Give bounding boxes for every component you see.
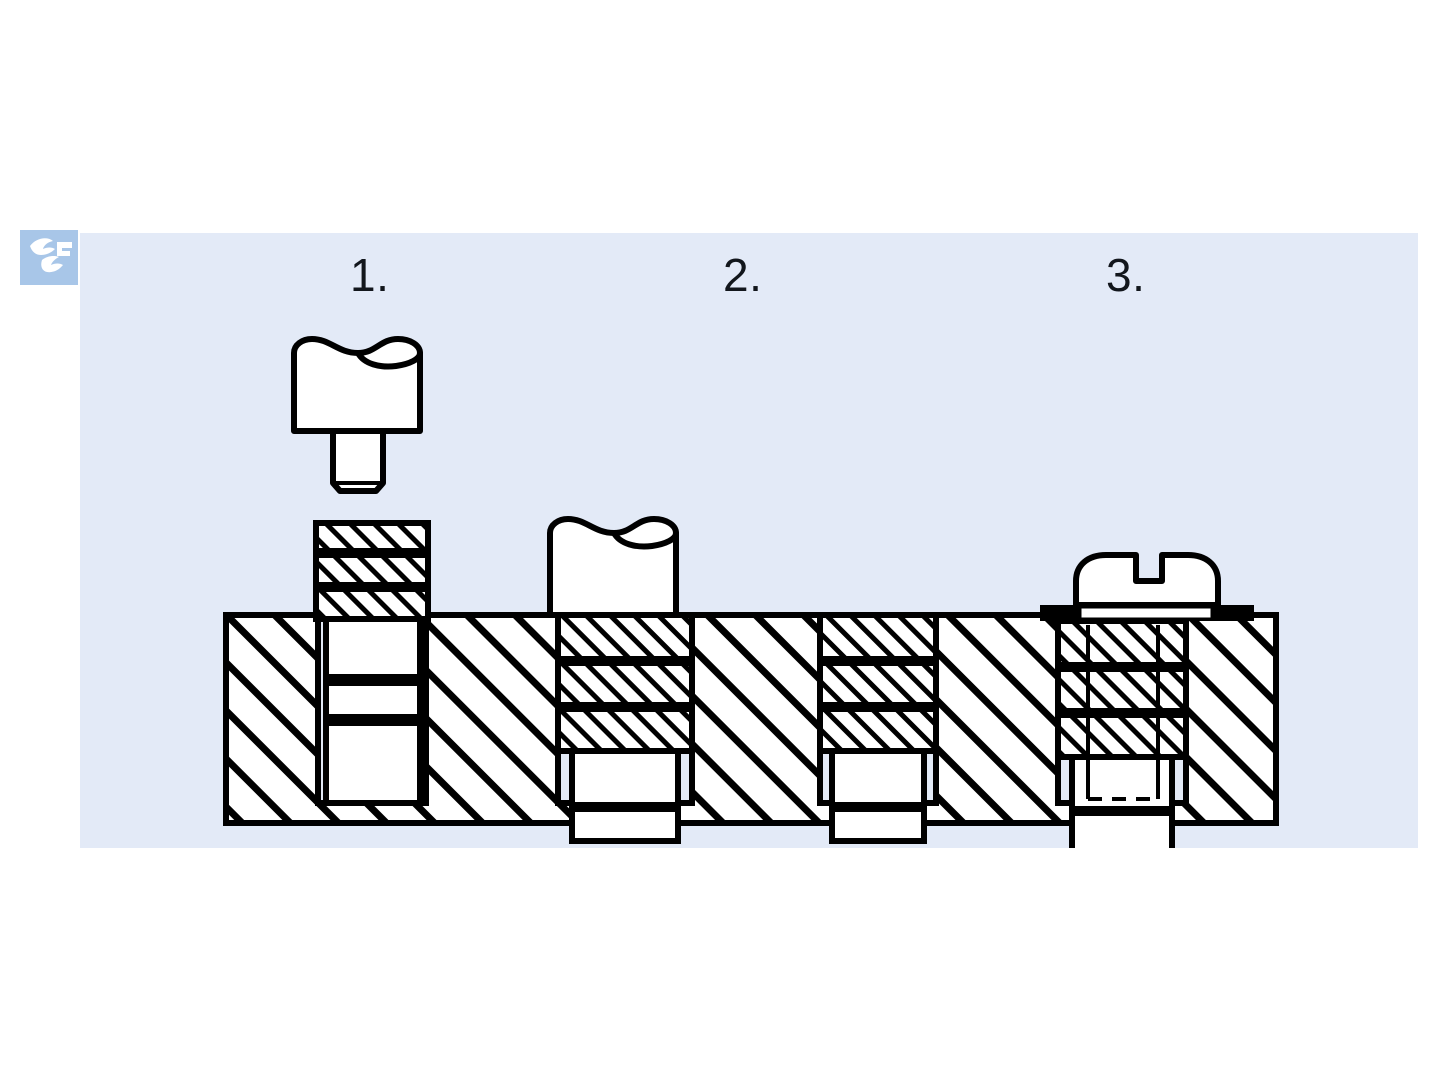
- installation-punch-step1: [291, 336, 423, 494]
- step-label-3: 3.: [1106, 249, 1146, 301]
- threaded-insert-step3: [1055, 618, 1189, 848]
- step-label-1: 1.: [350, 249, 390, 301]
- step-one-assembly: [291, 336, 431, 806]
- installed-insert-flush: [817, 612, 939, 844]
- hidden-screw-outline: [1086, 625, 1160, 801]
- installation-punch-step2: [547, 516, 679, 618]
- wrench-logo: [20, 230, 78, 285]
- slotted-pan-head-screw: [1040, 552, 1254, 621]
- step-three-assembly: [1040, 552, 1254, 848]
- threaded-insert-step2: [555, 612, 695, 844]
- step-two-assembly: [547, 516, 695, 844]
- threaded-insert-step1: [313, 520, 431, 806]
- step-label-2: 2.: [723, 249, 763, 301]
- cross-section-drawing: [223, 336, 1279, 848]
